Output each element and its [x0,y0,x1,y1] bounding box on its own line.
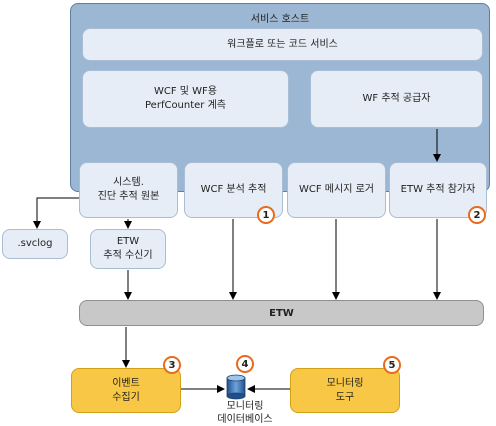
trace-source-label-line2: 진단 추적 원본 [97,191,160,202]
badge-1: 1 [257,206,275,224]
monitoring-tool-box: 모니터링 도구 [290,368,400,413]
workflow-code-service-label: 워크플로 또는 코드 서비스 [227,38,338,50]
svclog-box: .svclog [2,229,68,259]
monitoring-database-line1: 모니터링 [226,401,264,412]
arrow-trace-source-to-svclog [33,197,79,229]
badge-5: 5 [383,356,401,374]
monitoring-database-line2: 데이터베이스 [217,414,273,425]
badge-4: 4 [236,355,254,373]
badge-2: 2 [468,206,486,224]
etw-trace-listener-box: ETW 추적 수신기 [90,229,166,269]
trace-source-label-line1: 시스템. [113,177,144,188]
perfcounter-box: WCF 및 WF용 PerfCounter 계측 [82,70,289,128]
etw-bar-label: ETW [269,307,294,319]
wf-tracking-provider-box: WF 추적 공급자 [310,70,483,128]
monitoring-tool-line2: 도구 [335,391,355,403]
service-host-title: 서비스 호스트 [250,14,310,25]
wcf-message-logger-label: WCF 메시지 로거 [299,184,374,195]
wf-tracking-provider-label: WF 추적 공급자 [362,93,431,104]
event-collector-box: 이벤트 수집기 [71,368,181,413]
workflow-code-service-box: 워크플로 또는 코드 서비스 [82,28,483,61]
event-collector-line1: 이벤트 [112,377,140,389]
monitoring-tool-line1: 모니터링 [326,377,364,389]
svclog-label: .svclog [17,238,53,249]
wcf-message-logger-box: WCF 메시지 로거 [287,162,386,218]
badge-3: 3 [163,356,181,374]
system-diagnostics-trace-source-box: 시스템. 진단 추적 원본 [79,162,178,218]
perfcounter-label-line2: PerfCounter 계측 [145,100,226,111]
etw-trace-listener-line2: 추적 수신기 [103,250,153,261]
etw-trace-listener-line1: ETW [116,236,140,247]
wcf-analytic-tracing-label: WCF 분석 추적 [200,184,267,195]
database-icon [226,374,246,400]
event-collector-line2: 수집기 [112,391,140,403]
monitoring-database-label: 모니터링 데이터베이스 [200,400,290,426]
perfcounter-label-line1: WCF 및 WF용 [153,86,218,97]
etw-tracking-participant-label: ETW 추적 참가자 [400,184,476,195]
etw-bar: ETW [79,300,484,326]
